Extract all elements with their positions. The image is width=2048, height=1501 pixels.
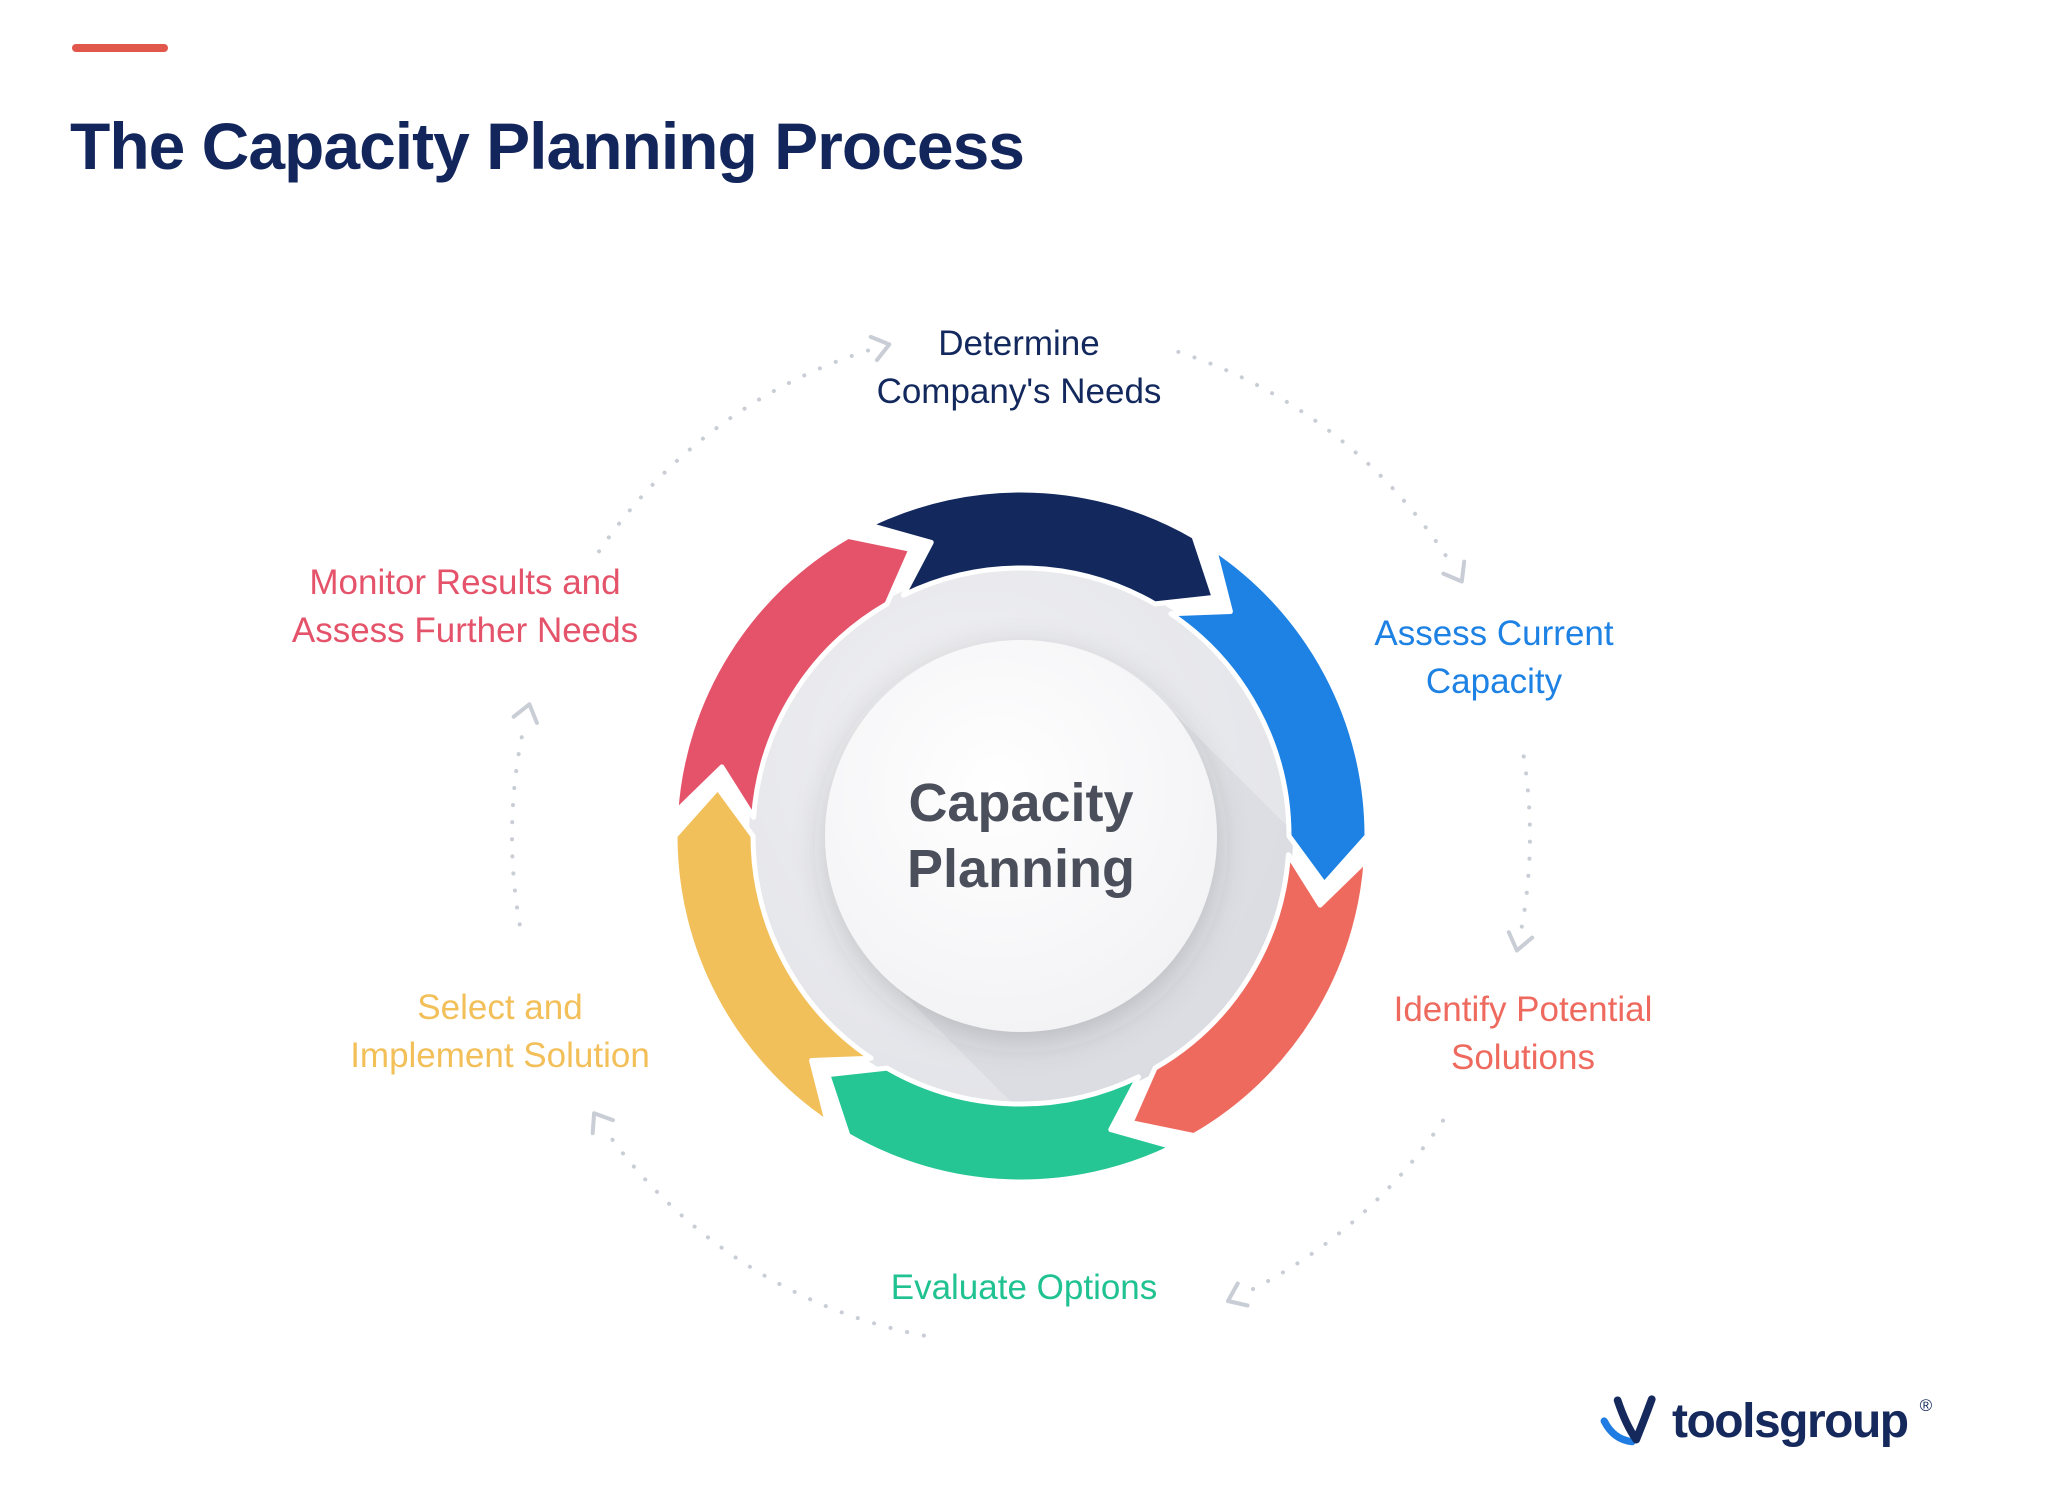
center-label: Capacity Planning (771, 770, 1271, 902)
flow-arrow-icon (511, 702, 539, 725)
page-title: The Capacity Planning Process (70, 109, 1025, 183)
step-label-monitor-results: Monitor Results and Assess Further Needs (215, 559, 715, 655)
step-label-line: Assess Further Needs (291, 611, 639, 650)
segment-monitor-results (673, 533, 914, 820)
toolsgroup-logo: toolsgroup ® (1598, 1392, 1932, 1450)
step-label-line: Company's Needs (876, 372, 1162, 411)
orbit-arc (1242, 1118, 1445, 1296)
step-label-line: Identify Potential (1393, 990, 1653, 1029)
orbit-arc (1518, 754, 1532, 936)
flow-arrow-icon (868, 334, 892, 363)
step-label-evaluate-options: Evaluate Options (774, 1264, 1274, 1312)
accent-dash (72, 44, 168, 52)
step-label-line: Capacity (1425, 662, 1563, 701)
step-label-line: Monitor Results and (309, 563, 621, 602)
segment-select-and-implement-solution (672, 785, 874, 1126)
segment-assess-current-capacity (1168, 546, 1370, 887)
step-label-line: Implement Solution (350, 1036, 650, 1075)
center-circle (825, 640, 1217, 1032)
segment-identify-potential-solutions (1128, 852, 1369, 1139)
flow-arrow-icon (590, 1111, 615, 1136)
orbit-arc (510, 719, 528, 927)
ring-segments (672, 487, 1370, 1185)
registered-mark: ® (1919, 1396, 1933, 1415)
orbit-arc (602, 1126, 926, 1338)
step-label-line: Determine (938, 324, 1100, 363)
toolsgroup-icon (1600, 1395, 1656, 1446)
flow-arrow-icon (1441, 559, 1467, 584)
step-label-determine-companys-needs: Determine Company's Needs (769, 320, 1269, 416)
center-label-line1: Capacity (908, 773, 1134, 833)
center-label-line2: Planning (907, 839, 1135, 899)
step-label-assess-current-capacity: Assess Current Capacity (1244, 610, 1744, 706)
capacity-cycle-diagram (510, 334, 1535, 1338)
dotted-orbit (510, 334, 1535, 1338)
segment-evaluate-options (825, 1065, 1176, 1185)
step-label-line: Select and (417, 988, 583, 1027)
flow-arrow-icon (1506, 930, 1535, 953)
step-label-line: Solutions (1451, 1038, 1595, 1077)
step-label-line: Assess Current (1374, 614, 1614, 653)
flow-arrow-icon (1226, 1281, 1250, 1308)
step-label-select-and-implement-solution: Select and Implement Solution (250, 984, 750, 1080)
step-label-identify-potential-solutions: Identify Potential Solutions (1273, 986, 1773, 1082)
segment-determine-companys-needs (866, 487, 1217, 607)
step-label-line: Evaluate Options (890, 1268, 1158, 1307)
toolsgroup-wordmark: toolsgroup (1672, 1394, 1909, 1448)
